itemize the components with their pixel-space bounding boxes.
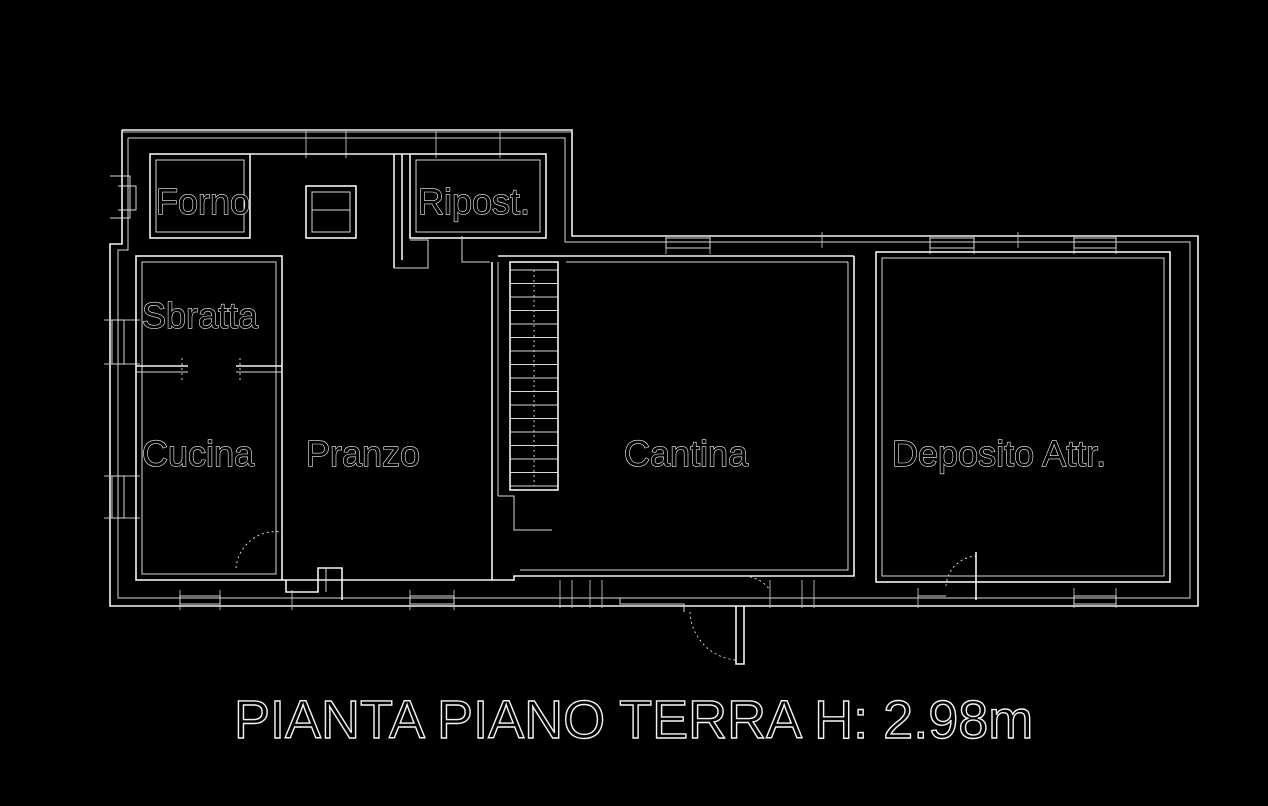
- dimension-lines: [104, 130, 1117, 610]
- room-label-ripost: Ripost.: [418, 181, 530, 222]
- room-label-cantina: Cantina: [624, 433, 749, 474]
- window-marks: [111, 237, 1117, 605]
- deposit-room: [875, 251, 1171, 600]
- room-label-cucina: Cucina: [142, 433, 255, 474]
- room-label-deposito: Deposito Attr.: [892, 433, 1106, 474]
- dining-area: [282, 262, 499, 600]
- outer-walls: [109, 129, 1199, 607]
- room-label-pranzo: Pranzo: [306, 433, 420, 474]
- plan-caption: PIANTA PIANO TERRA H: 2.98m: [234, 690, 1033, 750]
- kitchen-block: [135, 255, 283, 581]
- room-label-sbratta: Sbratta: [142, 295, 259, 336]
- upper-rooms: [149, 153, 547, 269]
- corridor: [492, 255, 855, 665]
- staircase: [509, 261, 559, 491]
- room-label-forno: Forno: [156, 181, 250, 222]
